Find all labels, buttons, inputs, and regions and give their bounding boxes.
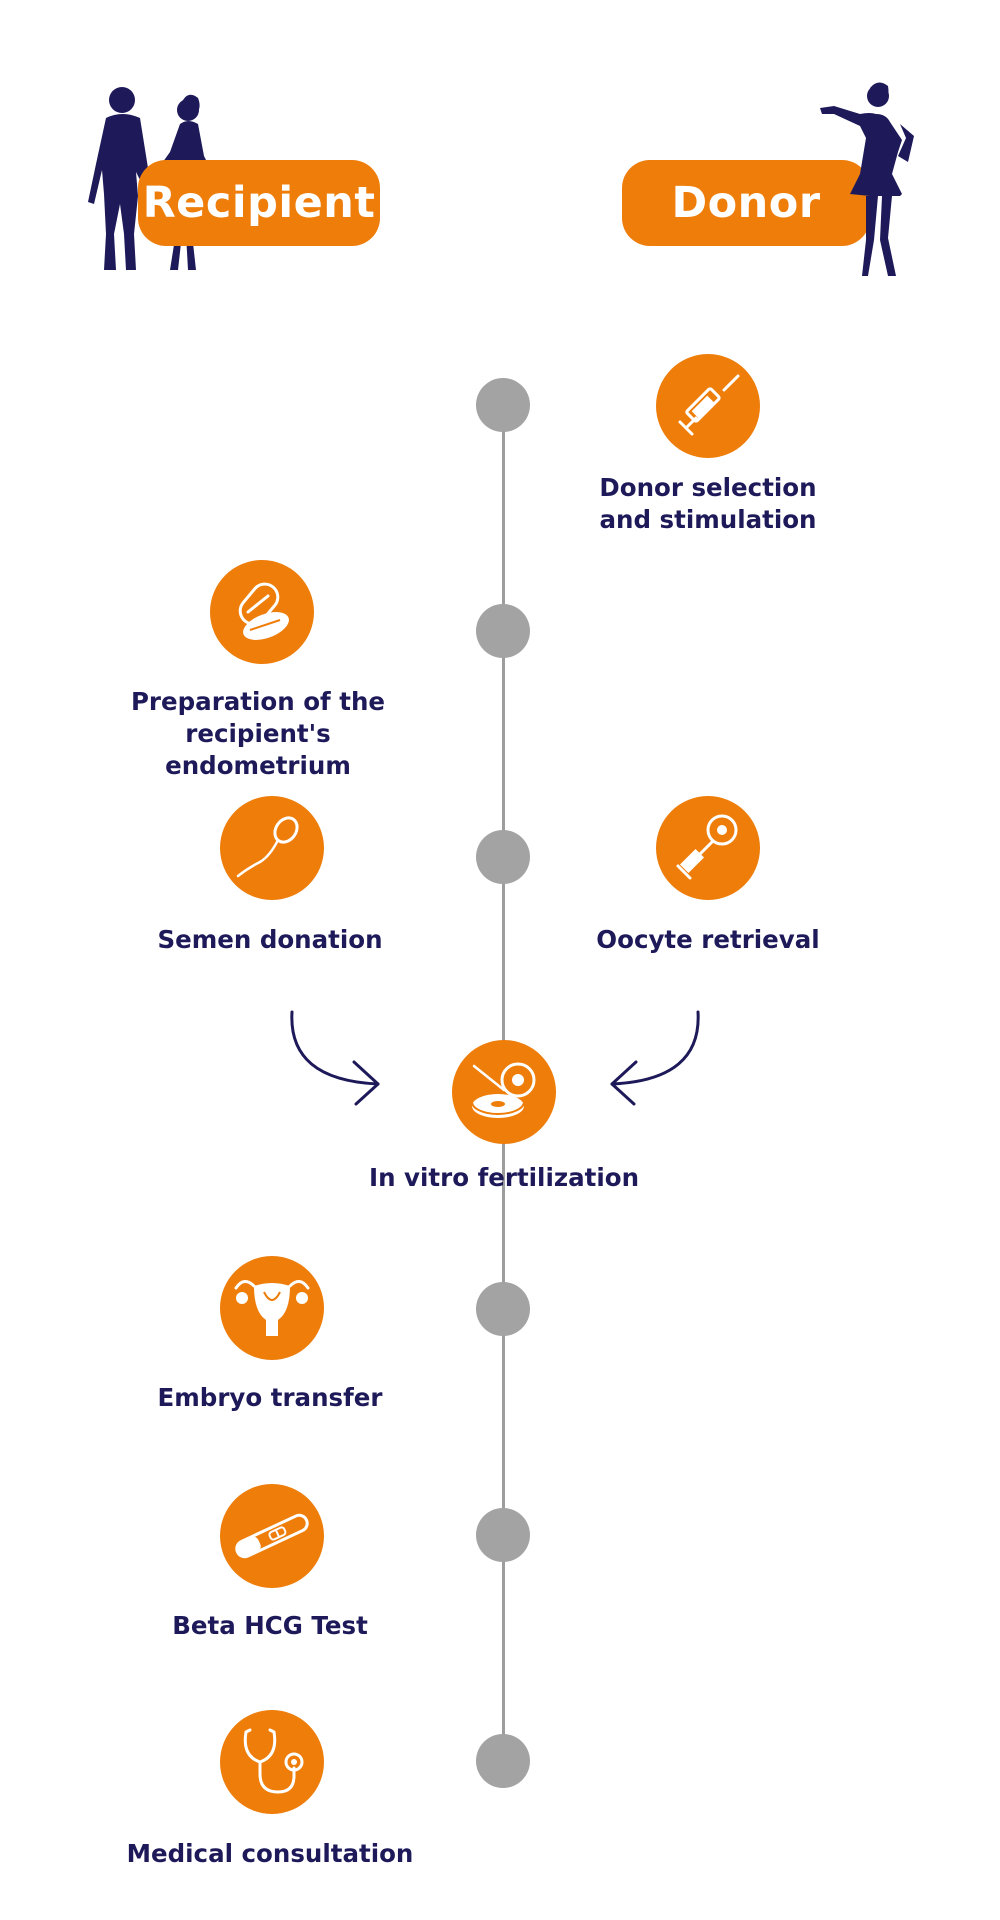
sperm-icon: [220, 796, 324, 900]
step-label: Beta HCG Test: [172, 1611, 368, 1640]
pregnancy-test-icon: [220, 1484, 324, 1588]
step-label: Oocyte retrieval: [596, 925, 820, 954]
uterus-icon: [220, 1256, 324, 1360]
timeline-dot: [476, 604, 530, 658]
step-label: Medical consultation: [126, 1839, 414, 1868]
arrow-right-icon: [284, 1000, 394, 1114]
woman-silhouette: [820, 78, 916, 280]
syringe-icon: [656, 354, 760, 458]
donor-header: Donor: [622, 160, 870, 246]
timeline-dot: [476, 1282, 530, 1336]
timeline-dot: [476, 378, 530, 432]
recipient-header: Recipient: [138, 160, 380, 246]
step-label: Donor selection and stimulation: [599, 473, 817, 534]
timeline-dot: [476, 830, 530, 884]
petri-dish-icon: [452, 1040, 556, 1144]
step-label: In vitro fertilization: [368, 1163, 640, 1192]
step-label: Semen donation: [157, 925, 383, 954]
arrow-left-icon: [604, 1000, 714, 1114]
timeline-dot: [476, 1508, 530, 1562]
timeline-dot: [476, 1734, 530, 1788]
stethoscope-icon: [220, 1710, 324, 1814]
step-label: Preparation of the recipient's endometri…: [130, 687, 386, 780]
pills-icon: [210, 560, 314, 664]
oocyte-retrieval-icon: [656, 796, 760, 900]
step-label: Embryo transfer: [157, 1383, 383, 1412]
